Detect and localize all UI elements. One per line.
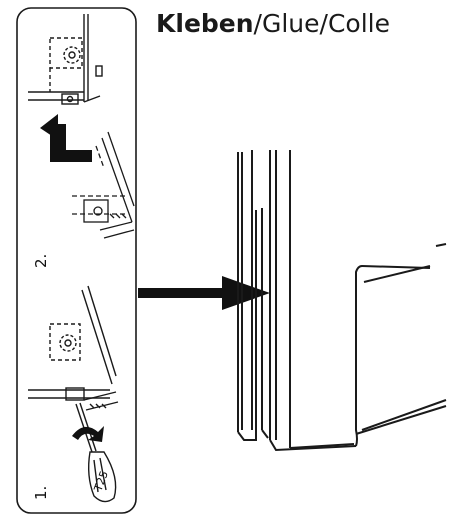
title-french: Colle xyxy=(327,9,390,38)
curved-arrow-icon xyxy=(40,114,92,162)
rotate-arrow-icon xyxy=(72,426,104,442)
pointer-arrow-icon xyxy=(138,276,270,310)
step2-bracket-illustration xyxy=(28,14,103,105)
step-1-number: 1. xyxy=(32,486,50,500)
title-separator-2: / xyxy=(319,9,328,38)
title-separator-1: / xyxy=(253,9,262,38)
step2-insert-illustration xyxy=(72,131,135,239)
step-2-number: 2. xyxy=(32,254,50,268)
step1-illustration xyxy=(28,285,119,503)
page-title: Kleben/Glue/Colle xyxy=(156,8,390,40)
cabinet-edge-illustration xyxy=(237,150,447,452)
title-english: Glue xyxy=(261,9,320,38)
title-german: Kleben xyxy=(156,9,254,38)
steps-panel xyxy=(16,7,137,514)
